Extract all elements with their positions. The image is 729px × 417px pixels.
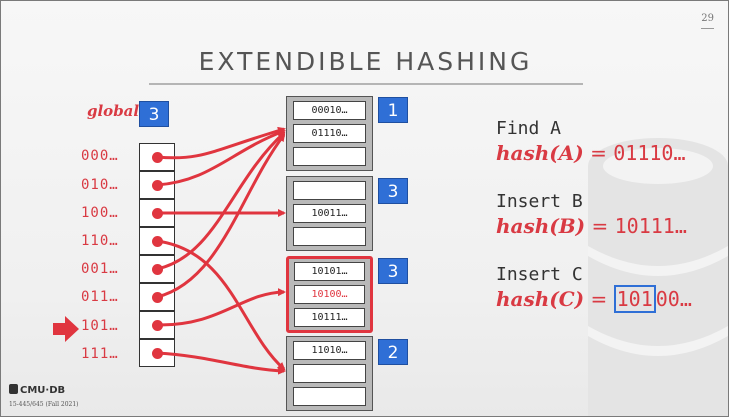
bucket-entry: 01110… bbox=[293, 124, 366, 143]
equals-sign: = bbox=[584, 287, 614, 311]
cmu-db-logo: CMU·DB bbox=[9, 384, 65, 396]
current-key-arrow-icon bbox=[53, 316, 79, 342]
bucket-entry: 10111… bbox=[294, 308, 365, 327]
bucket-entry: 10011… bbox=[293, 204, 366, 223]
directory-key: 110… bbox=[81, 233, 119, 249]
directory-key: 100… bbox=[81, 205, 119, 221]
hash-function: hash(A) bbox=[496, 141, 584, 165]
bucket-entry: 00010… bbox=[293, 101, 366, 120]
bucket-entry bbox=[293, 387, 366, 406]
local-depth-badge: 3 bbox=[378, 178, 408, 204]
bucket: 10011… bbox=[286, 176, 373, 251]
bucket-entry bbox=[293, 147, 366, 166]
directory-key: 010… bbox=[81, 177, 119, 193]
operation-title: Insert B bbox=[496, 191, 583, 212]
course-label: 15-445/645 (Fall 2021) bbox=[9, 401, 79, 408]
bucket-entry: 11010… bbox=[293, 341, 366, 360]
bucket-entry bbox=[293, 364, 366, 383]
logo-text: CMU·DB bbox=[20, 385, 66, 396]
hash-value: 01110… bbox=[613, 141, 686, 165]
arrow-011-to-bucket-1 bbox=[156, 133, 286, 299]
directory-key: 000… bbox=[81, 148, 119, 164]
operation-title: Find A bbox=[496, 118, 562, 139]
hash-function: hash(B) bbox=[496, 214, 586, 238]
directory-key: 001… bbox=[81, 261, 119, 277]
equals-sign: = bbox=[583, 141, 614, 165]
arrow-110-to-bucket-4 bbox=[156, 239, 286, 371]
directory-key: 101… bbox=[81, 318, 119, 334]
bucket-entry-new: 10100… bbox=[294, 285, 365, 304]
slide-title: EXTENDIBLE HASHING bbox=[198, 47, 533, 76]
bucket-entry bbox=[293, 227, 366, 246]
hash-value-prefix-highlight: 101 bbox=[613, 285, 656, 313]
hash-value: 10111… bbox=[614, 214, 687, 238]
hash-function: hash(C) bbox=[496, 287, 585, 311]
arrow-101-to-bucket-3 bbox=[156, 288, 286, 327]
local-depth-badge: 2 bbox=[378, 339, 408, 365]
local-depth-badge: 3 bbox=[378, 258, 408, 284]
global-depth-label: global bbox=[87, 102, 140, 120]
bucket: 11010… bbox=[286, 336, 373, 411]
page-number: 29 bbox=[701, 13, 714, 29]
hash-value: 00… bbox=[655, 287, 692, 311]
operation-title: Insert C bbox=[496, 264, 583, 285]
arrow-010-to-bucket-1 bbox=[156, 129, 286, 187]
operation-hash: hash(A) = 01110… bbox=[496, 141, 685, 165]
title-underline bbox=[149, 83, 583, 85]
arrow-000-to-bucket-1 bbox=[156, 126, 286, 160]
database-watermark-icon bbox=[588, 138, 728, 416]
database-logo-icon bbox=[9, 384, 18, 394]
bucket-entry bbox=[293, 181, 366, 200]
bucket-highlighted: 10101… 10100… 10111… bbox=[286, 256, 373, 333]
arrow-001-to-bucket-1 bbox=[156, 131, 286, 271]
local-depth-badge: 1 bbox=[378, 97, 408, 123]
bucket: 00010… 01110… bbox=[286, 96, 373, 171]
directory-key: 111… bbox=[81, 346, 119, 362]
global-depth-badge: 3 bbox=[139, 101, 169, 127]
bucket-entry: 10101… bbox=[294, 262, 365, 281]
arrow-111-to-bucket-4 bbox=[156, 351, 286, 375]
operation-hash: hash(B) = 10111… bbox=[496, 214, 687, 238]
equals-sign: = bbox=[585, 214, 615, 238]
directory-key: 011… bbox=[81, 289, 119, 305]
